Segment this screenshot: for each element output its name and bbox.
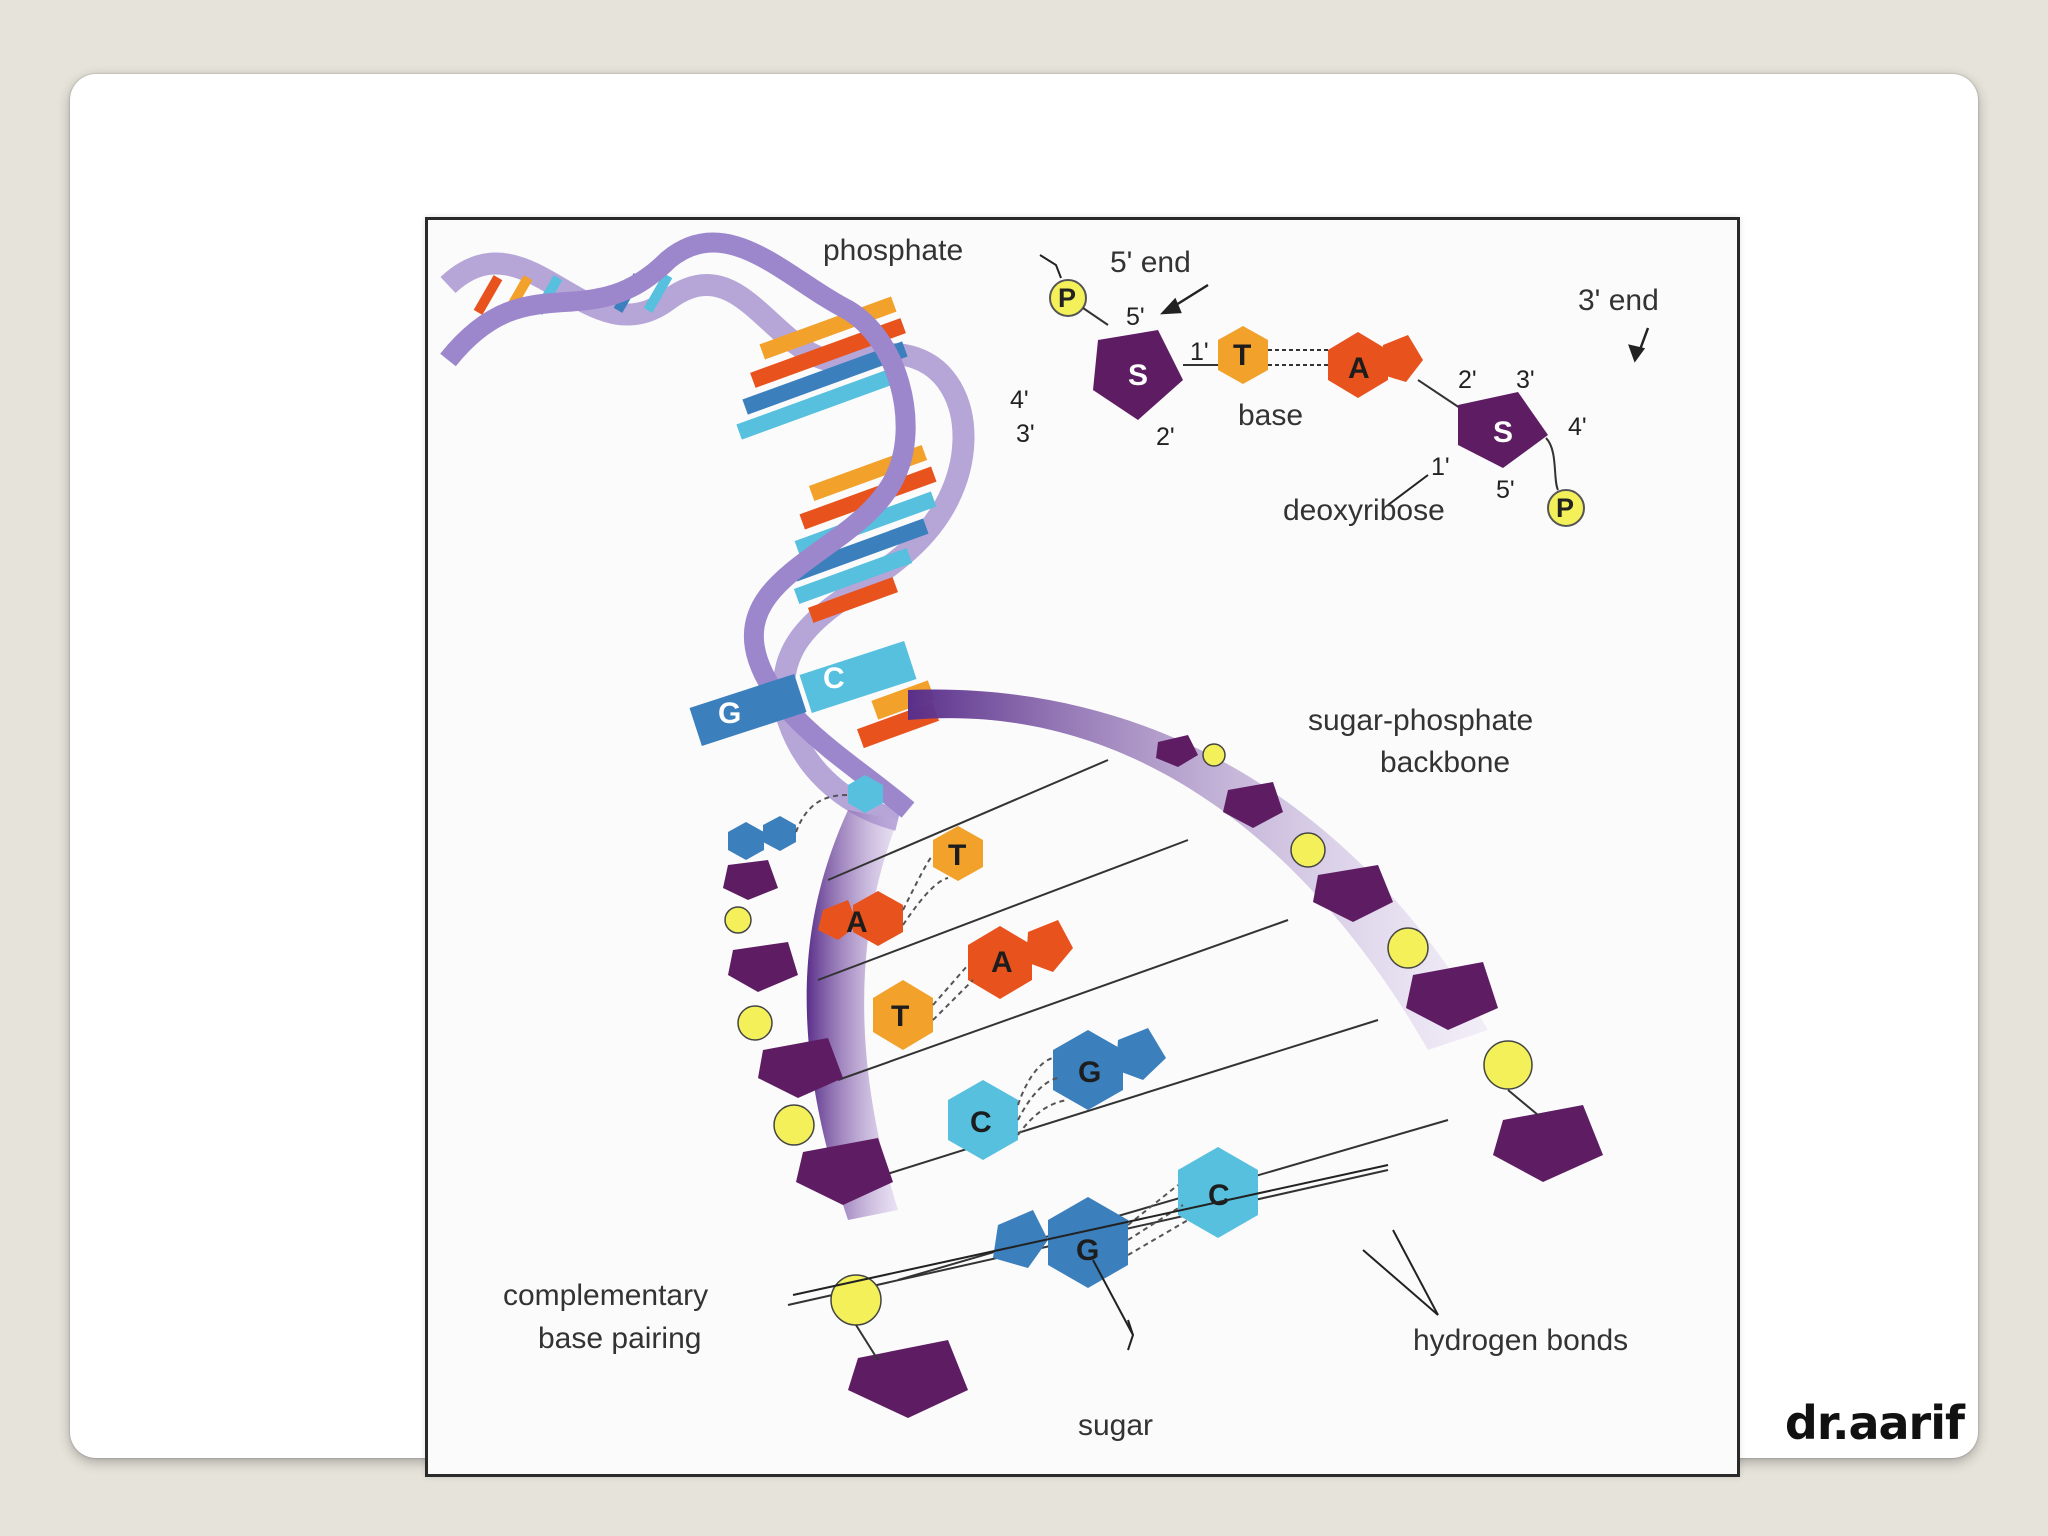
base-letter: T [891,1000,909,1033]
carbon-label: 3' [1016,420,1035,448]
label-deoxyribose: deoxyribose [1283,494,1445,527]
phosphate-letter: P [1058,283,1076,313]
sugar-shape [1223,782,1283,828]
adenine-pentagon [818,900,858,940]
base-pair-3: T A [873,920,1073,1050]
base-letter: T [948,839,966,872]
base-letter: A [846,906,868,939]
label-base-pairing: base pairing [538,1322,701,1355]
dna-structure-diagram: G C A T T A [425,217,1740,1477]
label-sugar-phosphate: sugar-phosphate [1308,704,1533,737]
base-pair-2: A T [818,826,983,946]
guanine-pentagon [993,1210,1048,1268]
label-complementary: complementary [503,1279,708,1312]
cytosine-hex [1178,1147,1258,1238]
phosphate-shape [1290,832,1326,868]
sugar-shape [1493,1105,1603,1182]
cytosine-hex [948,1080,1018,1160]
carbon-label: 5' [1126,303,1145,331]
guanine-pentagon [1116,1028,1166,1080]
thymine-hex [933,826,983,881]
label-sugar: sugar [1078,1409,1153,1442]
carbon-label: 4' [1568,413,1587,441]
end-arrows [1159,283,1650,363]
sugar-shape [758,1038,843,1098]
base-letter: G [1078,1056,1101,1089]
thymine-hex [1218,326,1268,384]
carbon-label: 2' [1458,366,1477,394]
base-letter: C [823,662,845,695]
carbon-label: 4' [1010,386,1029,414]
nucleotide-detail: P S T A S P 4' 3' 5' 1' [1010,279,1587,527]
phosphate-shape [724,906,752,934]
leader-lines [792,254,1439,1351]
guanine-hex-small [728,822,764,860]
sugar-shape [1093,330,1183,420]
base-pair-5: G C [993,1147,1258,1288]
guanine-hex [1048,1197,1128,1288]
guanine-hex [1053,1030,1123,1110]
slide-card: G C A T T A [70,74,1978,1477]
label-3-end: 3' end [1578,284,1659,317]
dna-diagram-svg: G C A T T A [440,232,1659,1442]
label-hydrogen-bonds: hydrogen bonds [1413,1324,1628,1357]
cytosine-hex-small [848,775,883,813]
left-strand [723,860,968,1418]
base-pair-4: C G [948,1028,1166,1160]
carbon-label: 1' [1431,453,1450,481]
phosphate-shape [773,1104,815,1146]
phosphate-shape [737,1005,773,1041]
adenine-pentagon [1026,920,1073,972]
base-letter: A [1348,352,1370,385]
sugar-shape [848,1340,968,1418]
sugar-shape [1406,962,1498,1030]
phosphate-shape [1387,927,1429,969]
carbon-label: 3' [1516,366,1535,394]
sugar-shape [1313,865,1393,922]
base-letter: T [1233,339,1251,372]
phosphate-shape [830,1274,882,1326]
watermark-signature: dr.aarif [1784,1396,1965,1450]
base-letter: C [1208,1179,1230,1212]
cytosine-block [799,640,917,714]
adenine-pentagon [1383,335,1423,382]
adenine-hex [968,926,1032,999]
helix-strand-front [440,232,916,818]
base-letter: G [718,697,741,730]
sugar-letter: S [1493,416,1513,449]
sugar-shape [723,860,778,900]
guanine-block [689,673,807,747]
adenine-hex [853,891,903,946]
adenine-hex [1328,332,1388,398]
base-letter: G [1076,1234,1099,1267]
sugar-letter: S [1128,359,1148,392]
base-letter: C [970,1106,992,1139]
sugar-shape [1458,392,1548,468]
base-pair-1: G C [689,640,917,860]
right-strand [1156,735,1603,1182]
label-5-end: 5' end [1110,246,1191,279]
label-base: base [1238,399,1303,432]
carbon-label: 5' [1496,476,1515,504]
sugar-shape [728,942,798,992]
label-backbone: backbone [1380,746,1510,779]
carbon-label: 2' [1156,423,1175,451]
thymine-hex [873,980,933,1050]
sugar-shape [796,1138,893,1205]
phosphate-shape [1547,489,1585,527]
label-phosphate: phosphate [823,234,963,267]
sugar-shape [1156,735,1198,767]
phosphate-shape [1202,743,1226,767]
base-letter: A [991,946,1013,979]
guanine-ring-small [763,816,796,851]
phosphate-letter: P [1556,493,1574,523]
carbon-label: 1' [1190,338,1209,366]
phosphate-shape [1049,279,1087,317]
phosphate-shape [1483,1040,1533,1090]
